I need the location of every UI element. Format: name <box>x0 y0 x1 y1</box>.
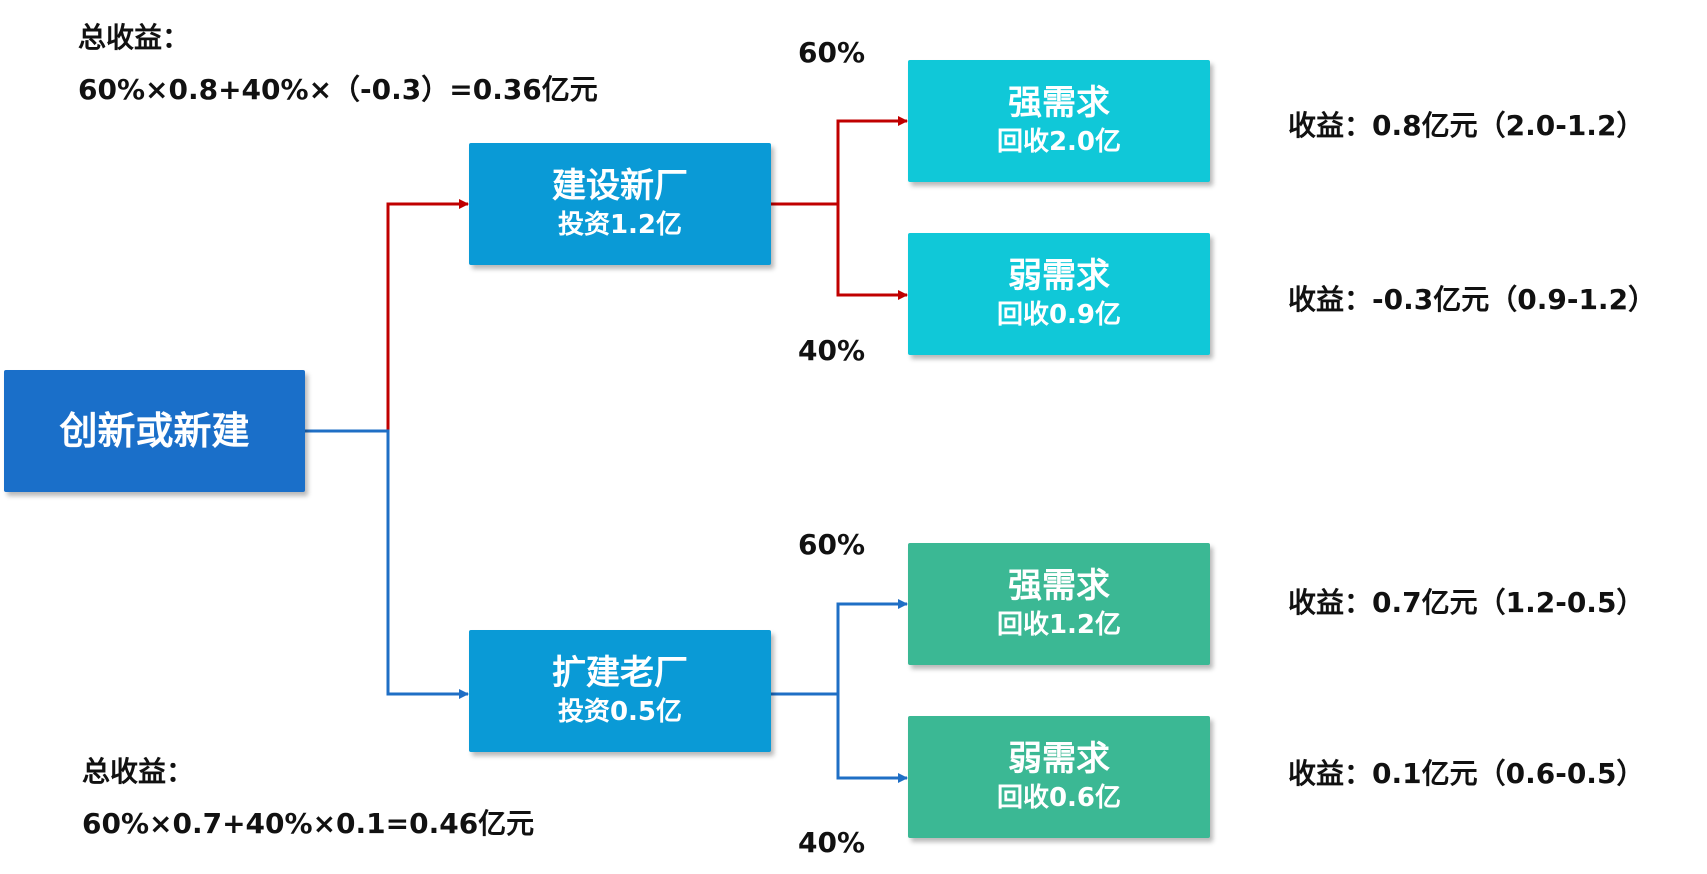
connector-root-to-expand-plant <box>305 429 469 699</box>
gain-label-expand-weak: 收益：0.1亿元（0.6-0.5） <box>1288 757 1645 790</box>
branch-subtitle: 投资0.5亿 <box>557 697 683 727</box>
outcome-node-expand-strong: 强需求 回收1.2亿 <box>908 543 1210 665</box>
gain-label-new-weak: 收益：-0.3亿元（0.9-1.2） <box>1288 283 1657 316</box>
outcome-subtitle: 回收1.2亿 <box>996 610 1122 640</box>
bottom-total-label: 总收益： <box>82 755 195 788</box>
prob-label-new-weak: 40% <box>798 334 866 367</box>
connector-root-to-new-plant <box>305 199 469 433</box>
outcome-title: 强需求 <box>1008 566 1110 606</box>
connector-expand-plant-to-weak <box>771 692 908 783</box>
outcome-subtitle: 回收0.9亿 <box>996 300 1122 330</box>
outcome-subtitle: 回收2.0亿 <box>996 127 1122 157</box>
branch-title: 扩建老厂 <box>552 653 688 693</box>
branch-subtitle: 投资1.2亿 <box>557 210 683 240</box>
outcome-title: 弱需求 <box>1008 256 1110 296</box>
prob-label-expand-strong: 60% <box>798 528 866 561</box>
gain-label-new-strong: 收益：0.8亿元（2.0-1.2） <box>1288 109 1645 142</box>
outcome-node-new-weak: 弱需求 回收0.9亿 <box>908 233 1210 355</box>
outcome-node-expand-weak: 弱需求 回收0.6亿 <box>908 716 1210 838</box>
outcome-node-new-strong: 强需求 回收2.0亿 <box>908 60 1210 182</box>
branch-node-expand-plant: 扩建老厂 投资0.5亿 <box>469 630 771 752</box>
outcome-subtitle: 回收0.6亿 <box>996 783 1122 813</box>
prob-label-new-strong: 60% <box>798 36 866 69</box>
top-total-formula: 60%×0.8+40%×（-0.3）=0.36亿元 <box>78 73 598 106</box>
prob-label-expand-weak: 40% <box>798 826 866 859</box>
gain-label-expand-strong: 收益：0.7亿元（1.2-0.5） <box>1288 586 1645 619</box>
connector-new-plant-to-strong <box>771 116 908 206</box>
branch-title: 建设新厂 <box>552 166 688 206</box>
bottom-total-formula: 60%×0.7+40%×0.1=0.46亿元 <box>82 807 535 840</box>
connector-new-plant-to-weak <box>771 202 908 300</box>
branch-node-new-plant: 建设新厂 投资1.2亿 <box>469 143 771 265</box>
connector-expand-plant-to-strong <box>771 599 908 696</box>
root-node: 创新或新建 <box>4 370 305 492</box>
top-total-label: 总收益： <box>78 21 191 54</box>
root-label: 创新或新建 <box>59 409 250 453</box>
outcome-title: 弱需求 <box>1008 739 1110 779</box>
outcome-title: 强需求 <box>1008 83 1110 123</box>
